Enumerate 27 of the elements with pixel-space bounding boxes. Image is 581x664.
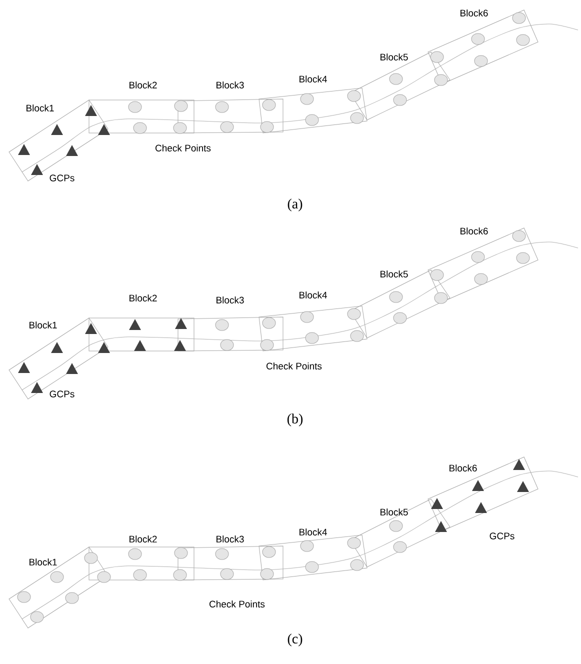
block-label: Block4	[300, 528, 327, 536]
panel-caption: (a)	[288, 198, 302, 212]
block-label: Block3	[216, 82, 244, 88]
block-label: Block5	[380, 508, 408, 516]
block-label: Block2	[130, 294, 157, 302]
block-label: Block2	[130, 536, 157, 542]
point-label: GCPs	[490, 532, 514, 540]
block-label: Block1	[30, 558, 57, 566]
point-label: Check Points	[266, 362, 322, 370]
panel-caption: (b)	[287, 414, 303, 426]
block-label: Block4	[300, 76, 327, 82]
block-label: Block1	[26, 104, 54, 112]
point-label: GCPs	[50, 174, 74, 182]
block-label: Block1	[30, 322, 57, 328]
block-label: Block3	[216, 536, 244, 542]
point-label: Check Points	[156, 144, 211, 152]
panel-caption: (c)	[288, 634, 302, 646]
point-label: Check Points	[210, 600, 265, 608]
block-label: Block2	[130, 82, 157, 88]
block-label: Block5	[380, 54, 408, 60]
point-label: GCPs	[50, 390, 74, 398]
block-label: Block5	[380, 270, 408, 278]
block-label: Block6	[460, 10, 488, 16]
block-label: Block3	[216, 296, 244, 304]
block-label: Block4	[300, 292, 327, 298]
block-label: Block6	[450, 464, 477, 472]
block-label: Block6	[460, 228, 488, 234]
